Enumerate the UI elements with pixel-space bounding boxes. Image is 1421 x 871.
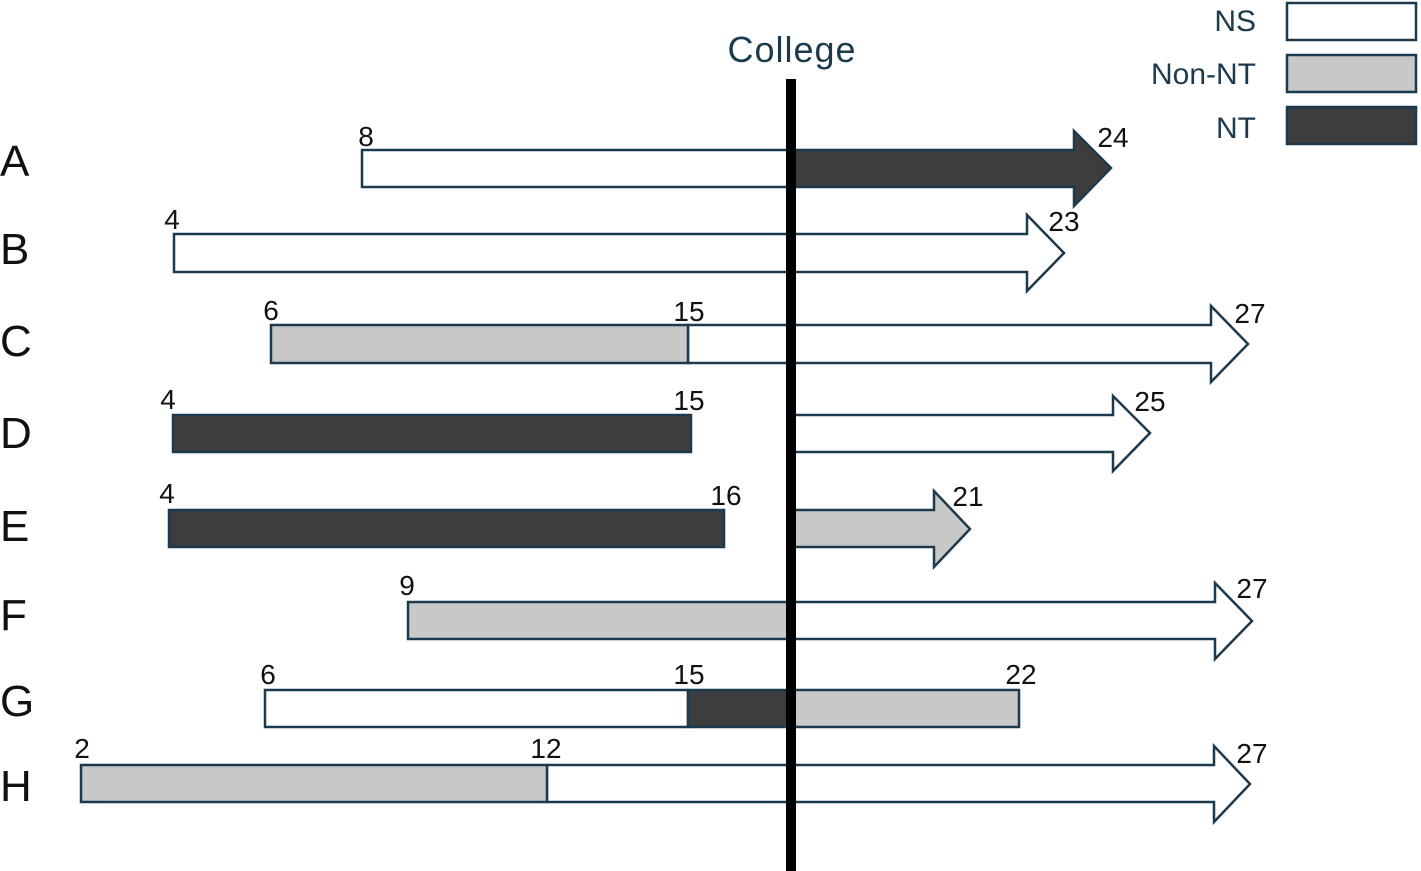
- row-d-number-mid: 15: [673, 385, 704, 416]
- row-h-number-mid: 12: [530, 733, 561, 764]
- row-f-number-start: 9: [399, 570, 415, 601]
- legend-swatch-non-nt: [1285, 53, 1418, 94]
- row-d: D 4 15 25: [0, 384, 1166, 475]
- arrow-a-nt: [788, 127, 1113, 210]
- row-g-number-end: 22: [1005, 659, 1036, 690]
- row-e: E 4 16 21: [0, 478, 984, 571]
- legend-swatch-nt: [1285, 105, 1418, 146]
- row-e-number-start: 4: [159, 478, 175, 509]
- row-a-number-start: 8: [358, 121, 374, 152]
- row-g-number-start: 6: [260, 659, 276, 690]
- row-c-number-end: 27: [1234, 298, 1265, 329]
- row-f-number-end: 27: [1236, 573, 1267, 604]
- arrow-d-ns: [788, 392, 1152, 475]
- legend-swatch-ns: [1285, 1, 1418, 42]
- row-label-c: C: [0, 317, 32, 366]
- legend: NS Non-NT NT: [1151, 1, 1418, 146]
- row-c: C 6 15 27: [0, 295, 1266, 386]
- row-label-d: D: [0, 409, 32, 458]
- segment-d-nt: [171, 413, 693, 454]
- segment-e-nt: [167, 508, 726, 549]
- row-b-number-start: 4: [164, 204, 180, 235]
- arrow-f-ns: [788, 579, 1254, 663]
- college-label: College: [727, 29, 856, 70]
- row-label-b: B: [0, 225, 29, 274]
- row-h-number-start: 2: [74, 733, 90, 764]
- row-e-number-end: 21: [952, 481, 983, 512]
- legend-label-ns: NS: [1214, 5, 1256, 38]
- arrow-h-ns: [545, 742, 1252, 826]
- row-label-g: G: [0, 677, 34, 726]
- arrow-b-ns: [172, 211, 1066, 295]
- row-g-number-mid: 15: [673, 659, 704, 690]
- row-h: H 2 12 27: [0, 733, 1268, 826]
- arrow-c-ns: [686, 302, 1250, 386]
- segment-g-ns: [263, 688, 690, 729]
- row-label-a: A: [0, 137, 30, 186]
- row-c-number-start: 6: [263, 295, 279, 326]
- row-g: G 6 15 22: [0, 659, 1037, 729]
- legend-item-ns: NS: [1214, 1, 1418, 42]
- segment-h-non-nt: [79, 763, 549, 804]
- row-d-number-start: 4: [160, 384, 176, 415]
- row-e-number-mid: 16: [710, 480, 741, 511]
- row-a: A 8 24: [0, 121, 1129, 210]
- arrow-e-non-nt: [788, 487, 972, 571]
- legend-label-nt: NT: [1216, 112, 1256, 145]
- row-a-number-end: 24: [1097, 122, 1128, 153]
- row-d-number-end: 25: [1134, 386, 1165, 417]
- legend-item-nt: NT: [1216, 105, 1418, 146]
- row-f: F 9 27: [0, 570, 1268, 663]
- segment-a-ns: [360, 148, 792, 189]
- legend-item-non-nt: Non-NT: [1151, 53, 1418, 94]
- legend-label-non-nt: Non-NT: [1151, 58, 1256, 91]
- row-b-number-end: 23: [1048, 206, 1079, 237]
- row-label-h: H: [0, 762, 32, 811]
- segment-f-non-nt: [406, 600, 792, 641]
- college-line: [786, 79, 796, 871]
- row-h-number-end: 27: [1236, 738, 1267, 769]
- row-b: B 4 23: [0, 204, 1080, 295]
- row-label-f: F: [0, 591, 27, 640]
- segment-g-non-nt: [788, 688, 1021, 729]
- segment-c-non-nt: [269, 323, 690, 365]
- segment-g-nt: [686, 688, 792, 729]
- row-c-number-mid: 15: [673, 296, 704, 327]
- row-label-e: E: [0, 502, 29, 551]
